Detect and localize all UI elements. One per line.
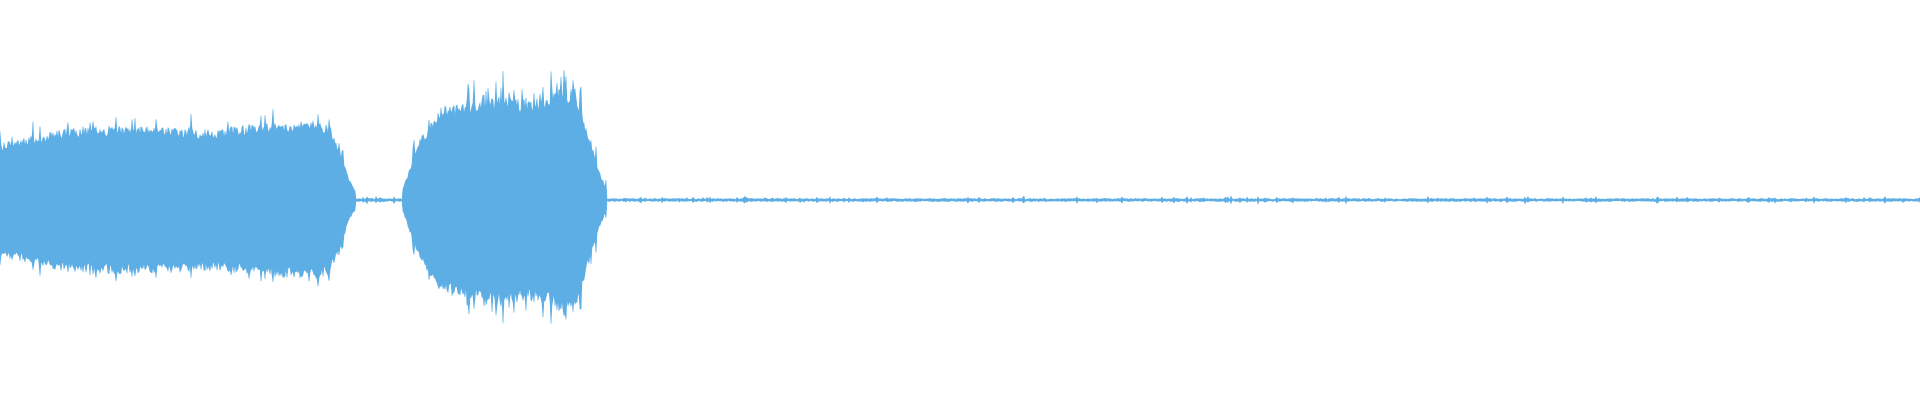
waveform-shape bbox=[0, 70, 1920, 324]
